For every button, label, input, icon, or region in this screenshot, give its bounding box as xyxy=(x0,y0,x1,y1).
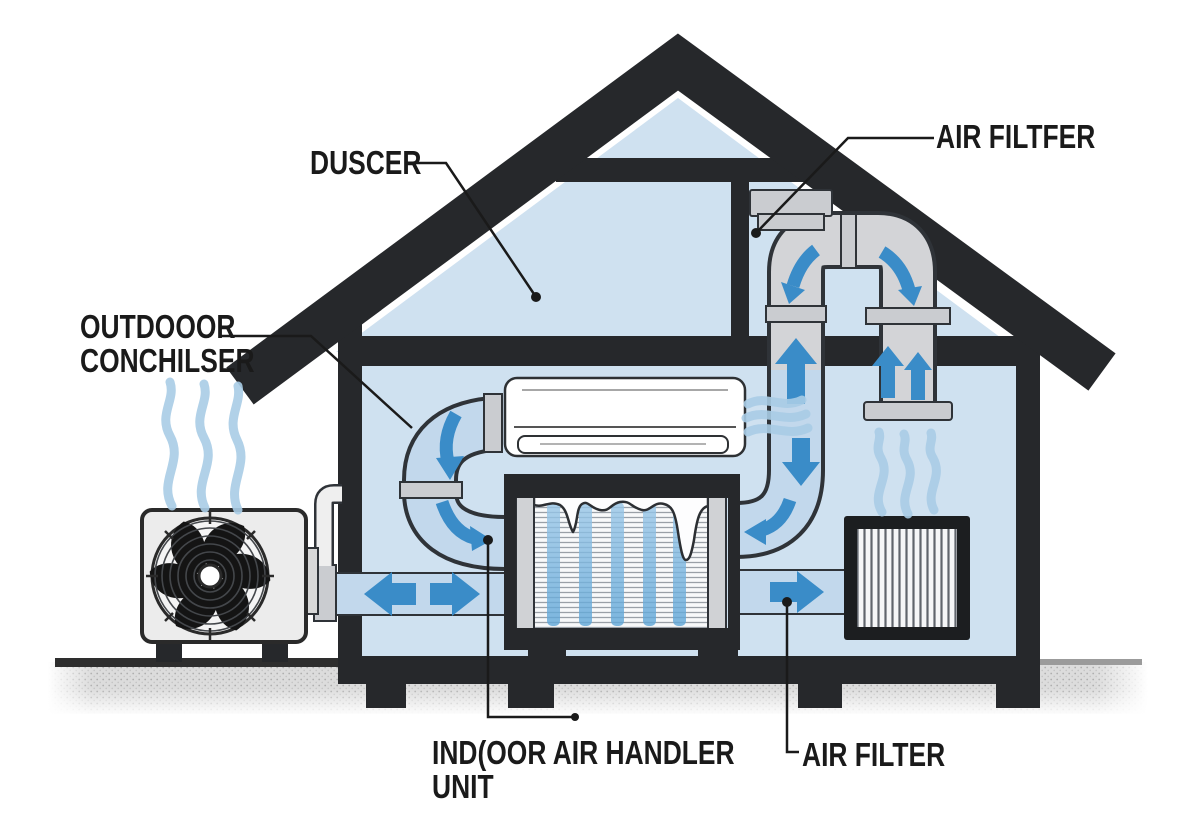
right-wall xyxy=(1016,336,1040,668)
airflow-arrows xyxy=(364,244,932,616)
ground-line-right xyxy=(1040,659,1142,665)
label-ducts: DUSCER xyxy=(310,144,422,181)
foundation-pier xyxy=(996,682,1040,708)
ground-line-left xyxy=(55,658,340,667)
arrow-down-icon xyxy=(782,438,820,486)
attic-duct-boot xyxy=(749,189,833,217)
handler-to-filter-duct xyxy=(735,569,847,615)
label-outdoor-condenser: OUTDOOOR CONCHILSER xyxy=(80,310,255,378)
outdoor-condenser-unit xyxy=(140,508,319,662)
duct-flange xyxy=(483,393,503,453)
foundation-pier xyxy=(798,682,842,708)
refrigerant-pipe xyxy=(314,484,342,566)
arrowhead-icon xyxy=(781,282,805,304)
attic-post xyxy=(731,176,749,342)
arrow-left-icon xyxy=(364,572,416,616)
label-indoor-air-handler-line1: IND(OOR AIR HANDLER xyxy=(432,734,735,771)
handler-foot xyxy=(528,650,566,664)
handler-frame-top xyxy=(506,474,740,498)
foundation-pier xyxy=(366,682,406,708)
leader-air-filter-bottom xyxy=(785,602,799,754)
air-filter-grille xyxy=(844,516,970,640)
label-outdoor-condenser-line1: OUTDOOOR xyxy=(80,308,236,345)
arrow-right-icon xyxy=(770,571,824,613)
handler-frame-right xyxy=(728,474,740,650)
supply-register-flange xyxy=(863,401,953,421)
arrowhead-icon xyxy=(744,519,766,545)
filter-pleats xyxy=(857,529,957,627)
floor-beam xyxy=(338,656,1040,684)
label-indoor-air-handler: IND(OOR AIR HANDLER UNIT xyxy=(432,736,735,804)
house-framing xyxy=(338,158,1040,708)
arrow-curve-icon xyxy=(878,246,916,292)
duct-coupling xyxy=(840,213,857,269)
label-air-filter-top: AIR FILTFER xyxy=(936,118,1096,155)
leader-indoor-handler xyxy=(486,540,575,719)
duct-collar xyxy=(865,307,951,325)
condenser-leg xyxy=(262,641,288,662)
mini-split-unit xyxy=(503,376,747,458)
roof xyxy=(226,33,1116,405)
attic-duct-arch xyxy=(749,189,953,421)
arrow-right-icon xyxy=(430,572,480,616)
leader-ducts xyxy=(408,161,538,298)
collar-tie-beam xyxy=(556,158,818,182)
leader-air-filter-top xyxy=(755,136,934,234)
condenser-leg xyxy=(156,641,182,662)
arrow-up-icon xyxy=(904,352,932,400)
handler-foot xyxy=(698,650,738,664)
arrow-up-icon xyxy=(775,338,817,404)
arrow-up-icon xyxy=(872,346,904,398)
label-indoor-air-handler-line2: UNIT xyxy=(432,768,494,805)
duct-collar xyxy=(757,213,825,231)
arrowhead-icon xyxy=(436,456,464,480)
arrow-curve-icon xyxy=(786,244,821,288)
label-outdoor-condenser-line2: CONCHILSER xyxy=(80,342,255,379)
ice-buildup xyxy=(532,490,710,562)
duct-collar xyxy=(399,481,463,499)
air-waves xyxy=(161,377,941,519)
foundation-pier xyxy=(508,682,554,708)
leader-outdoor-condenser xyxy=(221,334,413,429)
coil-cold-bars xyxy=(547,502,686,626)
coil-rail xyxy=(707,491,727,635)
arrowhead-icon xyxy=(470,526,492,551)
condenser-fan-icon xyxy=(146,512,274,640)
indoor-air-handler-unit xyxy=(504,474,740,664)
handler-frame-left xyxy=(504,474,516,650)
duct-collar xyxy=(765,305,827,323)
handler-frame-bottom xyxy=(506,628,740,650)
coil-rail xyxy=(515,491,535,635)
arrowhead-icon xyxy=(898,286,922,306)
arrow-curve-icon xyxy=(435,499,477,545)
leader-lines xyxy=(221,136,934,754)
label-air-filter-bottom: AIR FILTER xyxy=(802,736,946,773)
